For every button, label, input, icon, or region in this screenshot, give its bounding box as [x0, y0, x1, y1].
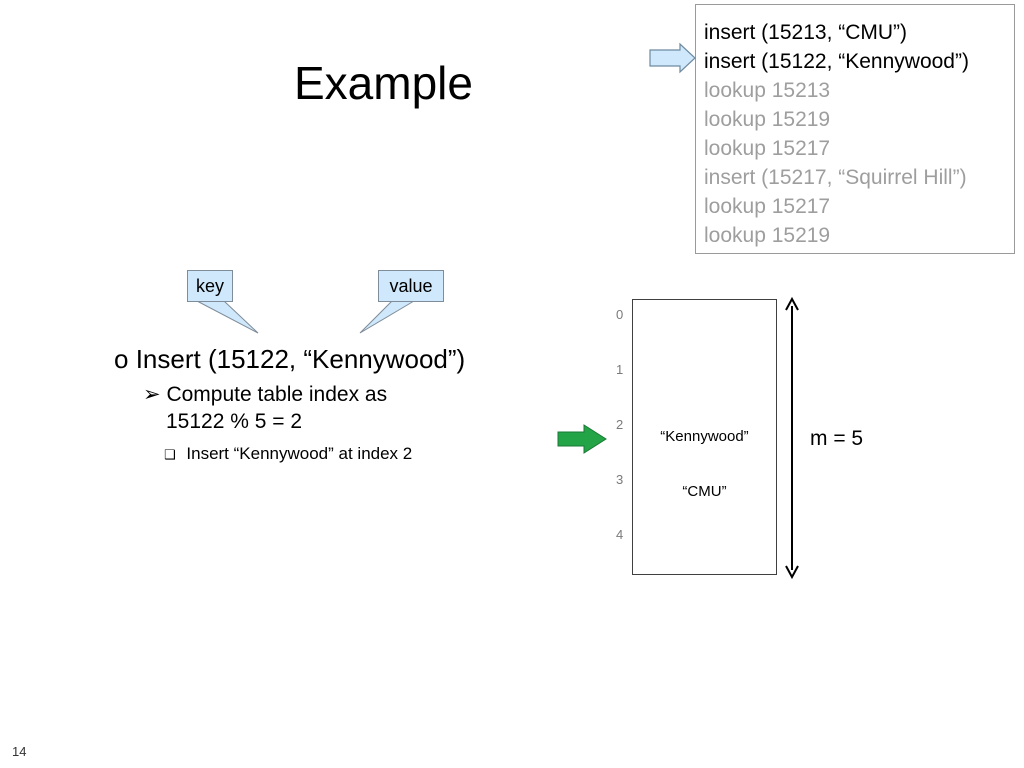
bullet-level1: o Insert (15122, “Kennywood”): [114, 343, 465, 375]
operations-list: insert (15213, “CMU”) insert (15122, “Ke…: [695, 4, 1015, 254]
table-index-label: 4: [616, 527, 624, 542]
table-index-label: 2: [616, 417, 624, 432]
table-cell: [632, 519, 777, 575]
current-operation-arrow: [649, 42, 696, 74]
value-callout: value: [378, 270, 444, 302]
arrowhead-bullet-icon: ➢: [143, 383, 161, 406]
table-cell-highlighted: “Kennywood”: [632, 409, 777, 465]
bullet-level3: ❑ Insert “Kennywood” at index 2: [164, 442, 412, 467]
slide-title: Example: [294, 57, 473, 109]
index-arrow: [557, 424, 607, 454]
bullet-level2-text-line1: Compute table index as: [166, 383, 388, 406]
operation-item: lookup 15219: [704, 224, 831, 247]
bullet-level1-text: Insert (15122, “Kennywood”): [135, 344, 466, 374]
table-size-arrowhead-bottom: [785, 565, 799, 580]
table-size-label: m = 5: [810, 427, 864, 450]
key-callout-pointer: [196, 300, 259, 334]
key-callout: key: [187, 270, 233, 302]
operation-item: lookup 15213: [704, 79, 831, 102]
hollow-circle-icon: o: [114, 344, 129, 374]
operation-item: lookup 15219: [704, 108, 831, 131]
table-cell: “CMU”: [632, 464, 777, 520]
table-cell: [632, 354, 777, 410]
slide-number: 14: [12, 744, 27, 759]
table-index-label: 0: [616, 307, 624, 322]
bullet-level2: ➢ Compute table index as: [143, 381, 387, 408]
value-callout-pointer: [359, 300, 415, 334]
table-index-label: 1: [616, 362, 624, 377]
bullet-level3-text: Insert “Kennywood” at index 2: [186, 444, 413, 463]
operation-item: lookup 15217: [704, 195, 831, 218]
table-index-label: 3: [616, 472, 624, 487]
table-cell: [632, 299, 777, 355]
operation-item: insert (15217, “Squirrel Hill”): [704, 166, 967, 189]
operation-item: lookup 15217: [704, 137, 831, 160]
hollow-square-icon: ❑: [164, 447, 176, 462]
bullet-level2-text-line2: 15122 % 5 = 2: [166, 410, 303, 433]
operation-item-current: insert (15122, “Kennywood”): [704, 50, 969, 73]
table-size-arrowhead-top: [785, 296, 799, 311]
operation-item: insert (15213, “CMU”): [704, 21, 908, 44]
